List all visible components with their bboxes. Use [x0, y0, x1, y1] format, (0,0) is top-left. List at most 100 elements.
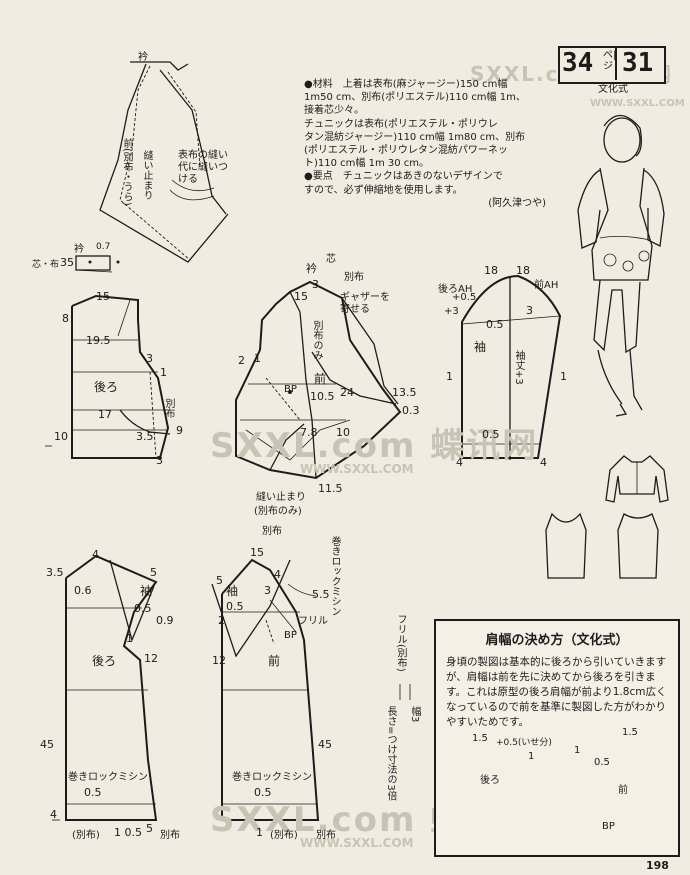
dim-label: 5 [146, 822, 153, 835]
dim-label: 15 [250, 546, 264, 559]
model-figure-drawing [577, 114, 665, 417]
dim-label: 0.5 [134, 602, 152, 615]
dim-label: 5.5 [312, 588, 330, 601]
dim-label: 5 [150, 566, 157, 579]
dim-label: 8 [62, 312, 69, 325]
dim-label: 0.9 [156, 614, 174, 627]
label-sleeve-length: 袖丈+3 [513, 350, 524, 385]
dim-label: 45 [318, 738, 332, 751]
dim-label: 2 [218, 614, 225, 627]
tunic-front-drawing [211, 558, 320, 821]
label-facing: 表布の縫い代に縫いつける [178, 150, 228, 185]
label-front-armhole: 前AH [534, 280, 559, 291]
back-bodice-drawing [45, 294, 171, 459]
dim-label: 3.5 [46, 566, 64, 579]
dim-label: 5 [216, 574, 223, 587]
materials-line: 1m50 cm、別布(ポリエステル)110 cm幅 1m、 [304, 92, 526, 104]
dim-label: 3.5 [136, 430, 154, 443]
label-back-armhole: 後ろAH [438, 284, 473, 295]
dim-label: 12 [212, 654, 226, 667]
label-front-lining: 前(別布・うら) [121, 138, 132, 206]
dim-label: 4 [540, 456, 547, 469]
label-rolled-hem: 巻きロックミシン [232, 772, 312, 783]
label-front: 前 [618, 785, 628, 796]
label-rolled-hem: 巻きロックミシン [68, 772, 148, 783]
dim-label: +0.5 [452, 292, 477, 303]
dim-label: 1 [446, 370, 453, 383]
materials-line: チュニックは表布(ポリエステル・ポリウレ [304, 118, 498, 130]
dim-label: 17 [98, 408, 112, 421]
label-bp: BP [284, 384, 297, 395]
badge-page-label: ペ|ジ [603, 50, 617, 72]
piece-name-sleeve: 袖 [140, 584, 153, 598]
dim-label: 24 [340, 386, 354, 399]
label-alt-only: (別布のみ) [254, 506, 302, 517]
dim-label: 1.5 [622, 727, 638, 738]
collar-width: 35 [60, 256, 74, 269]
tunic-flat-sketch-back [617, 513, 659, 579]
materials-line: (ポリエステル・ポリウレタン混紡パワーネッ [304, 145, 508, 157]
piece-name-back: 後ろ [92, 654, 117, 668]
watermark-url: WWW.SXXL.COM [590, 98, 685, 109]
label-collar: 衿 [138, 52, 148, 63]
frill-length: 長さ=つけ寸法の3倍 [385, 706, 396, 801]
dim-label: 12 [144, 652, 158, 665]
collar-detail-drawing [99, 61, 229, 263]
dim-label: 1 0.5 [114, 826, 142, 839]
label-bp: BP [284, 630, 297, 641]
label-frill: フリル [298, 616, 328, 627]
collar-piece-drawing [75, 255, 120, 273]
tunic-flat-sketch-front [545, 512, 587, 579]
dim-label: 1 [574, 745, 581, 756]
frill-drawing [399, 684, 411, 700]
label-bp: BP [602, 821, 615, 832]
author: (阿久津つや) [488, 197, 546, 209]
note-box: 肩幅の決め方（文化式） 身頃の製図は基本的に後ろから引いていきますが、肩幅は前を… [434, 619, 680, 857]
dim-label: 9 [176, 424, 183, 437]
dim-label: 19.5 [86, 334, 111, 347]
dim-label: 3 [146, 352, 153, 365]
dim-label: 1 [126, 632, 133, 645]
badge-method: 文化式 [598, 84, 628, 95]
materials-text: ●材料 上着は表布(麻ジャージー)150 cm幅 1m50 cm、別布(ポリエス… [304, 78, 566, 210]
dim-label: 4 [50, 808, 57, 821]
dim-label: 4 [274, 568, 281, 581]
piece-name-back: 後ろ [94, 380, 119, 394]
dim-label: 18 [516, 264, 530, 277]
dim-label: 10.5 [310, 390, 335, 403]
dim-label: 45 [40, 738, 54, 751]
points-line: すので、必ず伸縮地を使用します。 [304, 184, 463, 196]
dim-label: 0.3 [402, 404, 420, 417]
dim-label: 13.5 [392, 386, 417, 399]
frill-piece-name: フリル(別布) [395, 614, 406, 672]
collar-height: 0.7 [96, 242, 111, 252]
dim-label: 1.5 [472, 733, 488, 744]
dim-label: 0.5 [84, 786, 102, 799]
dim-label: +0.5(いせ分) [496, 738, 552, 748]
badge-item-number: 31 [622, 48, 654, 78]
collar-interfacing: 芯・布 [32, 260, 60, 270]
note-title: 肩幅の決め方（文化式） [485, 633, 629, 648]
dim-label: 15 [294, 290, 308, 303]
front-bodice-drawing [235, 280, 402, 480]
label-alt-fabric: 別布 [316, 830, 336, 841]
piece-name-front: 前 [268, 654, 281, 668]
badge-page-number: 34 [562, 48, 594, 78]
dim-label: 3 [156, 454, 163, 467]
label-gather: ギャザーを寄せる [340, 292, 390, 315]
dim-label: 0.5 [226, 600, 244, 613]
dim-label: 3 [312, 278, 319, 291]
dim-label: 11.5 [318, 482, 343, 495]
label-alt-only: 別布のみ [311, 320, 322, 360]
label-rolled-hem: 巻きロックミシン [329, 536, 340, 616]
dim-label: 18 [484, 264, 498, 277]
dim-label: 2 [238, 354, 245, 367]
dim-label: 1 [254, 352, 261, 365]
label-alt-fabric: (別布) [72, 830, 100, 841]
piece-name-sleeve: 袖 [226, 584, 239, 598]
label-back: 後ろ [480, 775, 500, 786]
piece-name-sleeve: 袖 [474, 340, 487, 354]
materials-line: ト)110 cm幅 1m 30 cm。 [304, 158, 430, 170]
dim-label: 0.5 [594, 757, 610, 768]
